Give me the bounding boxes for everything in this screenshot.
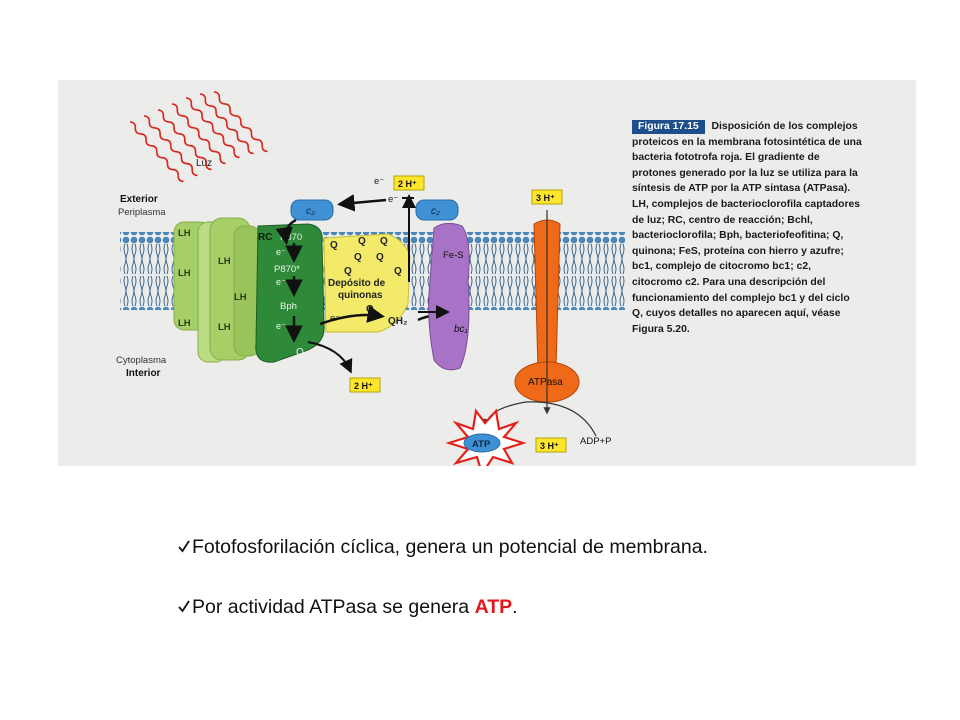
periplasma-label: Periplasma	[118, 207, 166, 218]
proton-box	[535, 437, 567, 453]
quinone-pool	[323, 233, 411, 333]
fes-label: Fe-S	[443, 250, 464, 261]
electron-label: e⁻	[388, 194, 398, 205]
cytochrome-c2	[290, 199, 334, 221]
svg-text:Q: Q	[394, 266, 402, 277]
p870-label: P870	[280, 232, 302, 243]
exterior-label: Exterior	[120, 194, 158, 205]
cytochrome-bc1-complex	[428, 222, 470, 371]
rc-electron: e⁻	[276, 321, 286, 331]
lh-label: LH	[234, 292, 247, 303]
c2-label: c₂	[306, 206, 315, 217]
p870-excited-label: P870*	[274, 264, 300, 275]
quinone-pool-label: quinonas	[338, 290, 383, 301]
photosynthetic-membrane-figure: Luz Exterior Periplasma Cytoplasma Inter…	[58, 80, 916, 466]
bullet-list: Fotofosforilación cíclica, genera un pot…	[178, 536, 918, 626]
bullet-text-end: .	[512, 596, 518, 618]
bullet-text: Fotofosforilación cíclica, genera un pot…	[192, 536, 708, 558]
svg-text:Q: Q	[344, 266, 352, 277]
atpase-complex: ATPasa	[514, 210, 580, 415]
c2-label: c₂	[431, 206, 440, 217]
lh-label: LH	[178, 318, 191, 329]
svg-text:2 H⁺: 2 H⁺	[398, 179, 417, 189]
light-label: Luz	[196, 158, 212, 169]
lh-label: LH	[218, 322, 231, 333]
lh-label: LH	[178, 268, 191, 279]
figure-number: Figura 17.15	[632, 120, 705, 134]
svg-text:2 H⁺: 2 H⁺	[354, 381, 373, 391]
svg-text:Q: Q	[358, 236, 366, 247]
bullet-item: Fotofosforilación cíclica, genera un pot…	[178, 536, 918, 566]
qh2-label: QH₂	[388, 316, 407, 327]
proton-box	[531, 189, 563, 205]
bph-label: Bph	[280, 301, 297, 312]
atp-emphasis: ATP	[474, 596, 513, 618]
cytochrome-c2	[415, 199, 459, 221]
proton-box	[393, 175, 425, 191]
electron-label: e⁻	[374, 176, 384, 187]
cytoplasma-label: Cytoplasma	[116, 355, 167, 366]
svg-text:Q: Q	[376, 252, 384, 263]
rc-label: RC	[258, 232, 272, 243]
svg-text:3 H⁺: 3 H⁺	[536, 193, 555, 203]
rc-electron: e⁻	[276, 277, 286, 287]
atp-label: ATP	[472, 439, 491, 450]
svg-text:Q: Q	[366, 304, 374, 315]
light-harvesting-complex: LH LH LH LH LH LH	[173, 217, 261, 363]
svg-text:Q: Q	[330, 240, 338, 251]
adp-label: ADP+P	[580, 436, 611, 447]
lh-label: LH	[178, 228, 191, 239]
rc-quinone: Q	[296, 347, 304, 358]
checkmark-icon	[178, 540, 190, 553]
figure-caption: Figura 17.15 Disposición de los complejo…	[632, 119, 862, 337]
bc1-label: bc₁	[454, 324, 468, 335]
light-rays	[129, 91, 268, 183]
svg-text:Q: Q	[380, 236, 388, 247]
atpase-label: ATPasa	[528, 377, 563, 388]
lh-label: LH	[218, 256, 231, 267]
svg-text:Q: Q	[354, 252, 362, 263]
checkmark-icon	[178, 600, 190, 613]
quinone-pool-label: Depósito de	[328, 278, 386, 289]
bullet-item: Por actividad ATPasa se genera ATP.	[178, 596, 918, 626]
bullet-text: Por actividad ATPasa se genera	[192, 596, 475, 618]
proton-box	[349, 377, 381, 393]
rc-electron: e⁻	[276, 247, 286, 257]
caption-text: Disposición de los complejos proteicos e…	[632, 121, 862, 335]
atp-molecule	[463, 433, 501, 453]
reaction-center: RC P870 e⁻ P870* e⁻ Bph e⁻ Q	[255, 223, 325, 363]
svg-text:3 H⁺: 3 H⁺	[540, 441, 559, 451]
interior-label: Interior	[126, 368, 161, 379]
